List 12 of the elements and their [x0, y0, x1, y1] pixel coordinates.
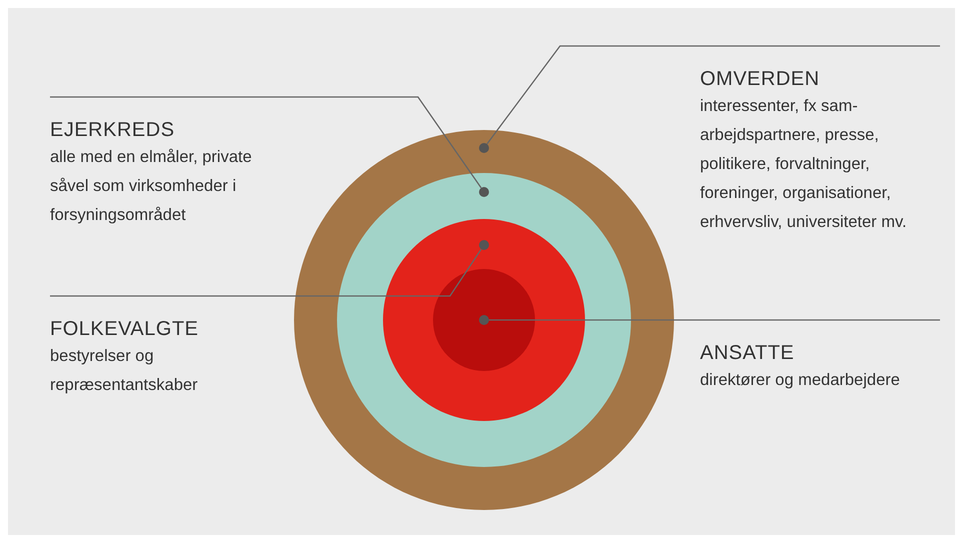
group-heading: FOLKEVALGTE — [50, 317, 200, 342]
leader-line — [50, 96, 482, 188]
group-heading: ANSATTE — [700, 341, 796, 366]
group-description: interessenter, fx sam- arbejdspartnere, presse, politikere, forvaltninger, foreninger, organisationer, erhvervsliv, universiteter mv. — [700, 96, 908, 233]
leader-line — [50, 248, 482, 297]
leader-line — [489, 319, 940, 321]
group-description: direktører og medarbejdere — [700, 370, 901, 391]
group-description: alle med en elmåler, private såvel som virksomheder i forsyningsområdet — [50, 147, 253, 226]
group-heading: OMVERDEN — [700, 67, 821, 92]
group-heading: EJERKREDS — [50, 118, 176, 143]
group-description: bestyrelser og repræsentantskaber — [50, 346, 199, 396]
leader-line — [486, 45, 940, 144]
